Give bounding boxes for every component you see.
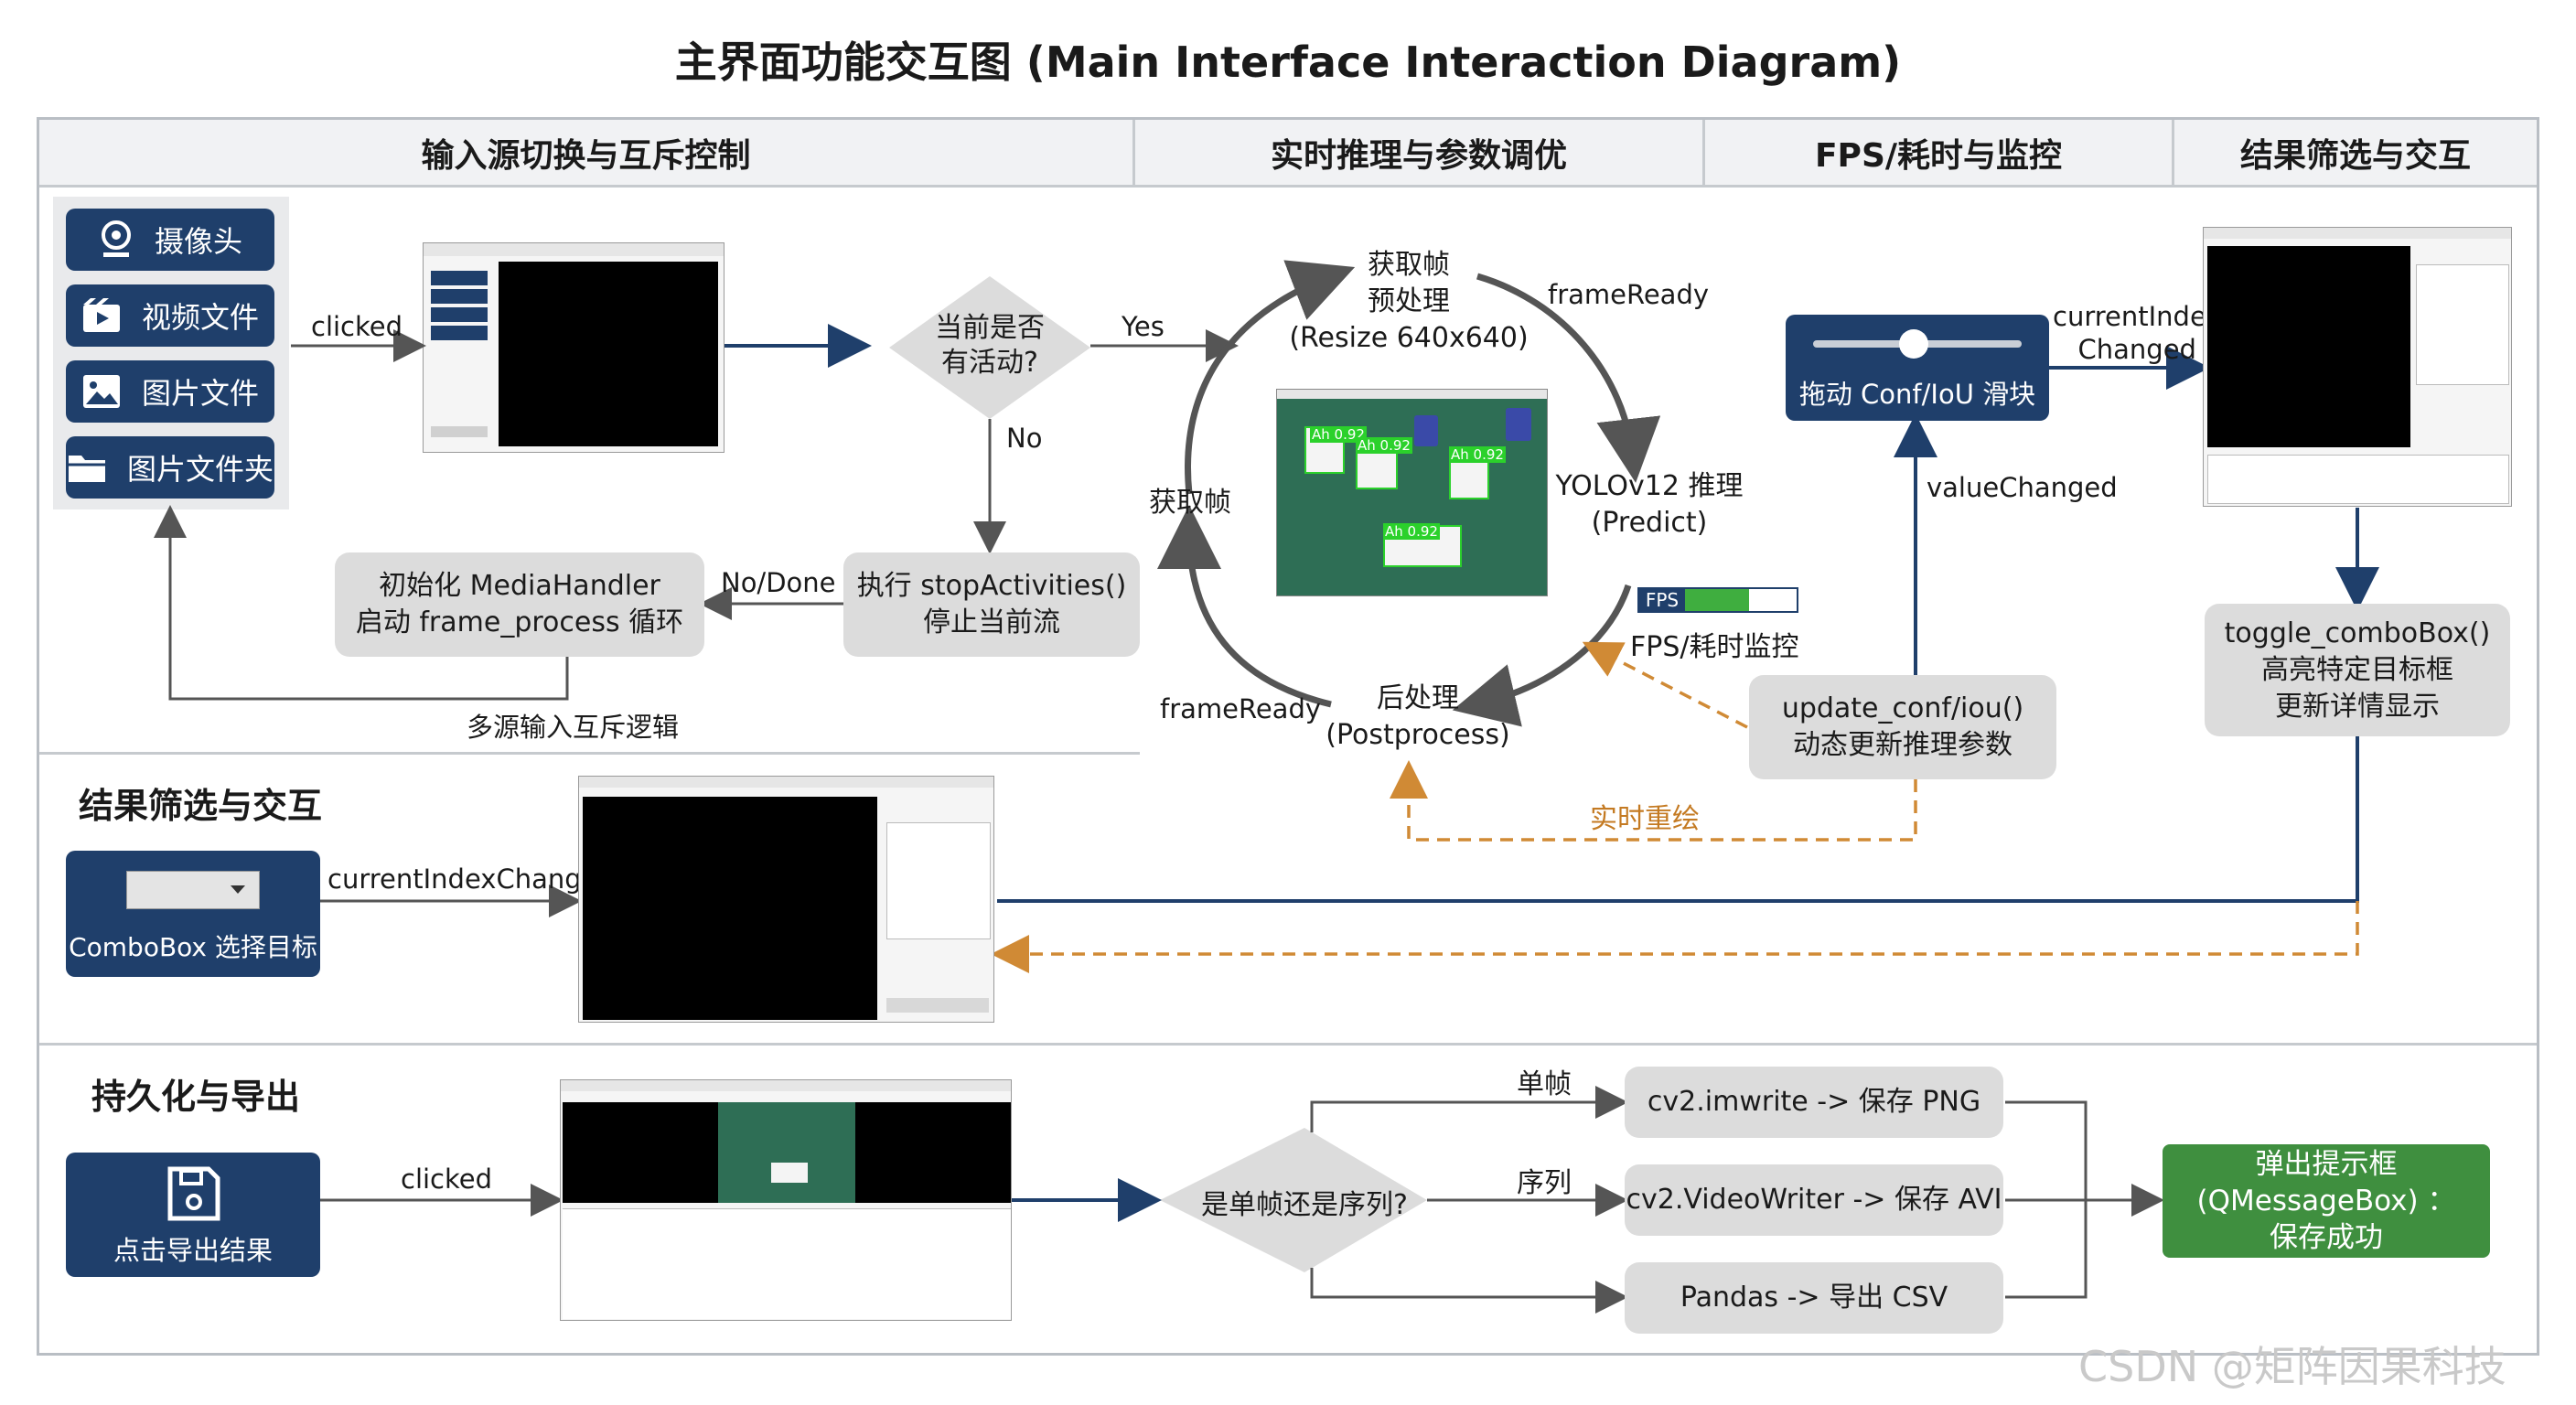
label-no: No (1006, 423, 1043, 454)
label-single-frame: 单帧 (1517, 1068, 1572, 1100)
update-conf-iou-box: update_conf/iou() 动态更新推理参数 (1749, 675, 2056, 779)
detection-label: Ah 0.92 (1310, 426, 1367, 443)
app-screenshot-export (560, 1079, 1012, 1321)
export-results-button[interactable]: 点击导出结果 (66, 1153, 320, 1277)
node-fetch-preprocess: 获取帧 预处理 (Resize 640x640) (1289, 249, 1529, 354)
save-png-box: cv2.imwrite -> 保存 PNG (1625, 1067, 2003, 1138)
image-file-button[interactable]: 图片文件 (66, 360, 274, 423)
section-title-filter: 结果筛选与交互 (79, 786, 323, 826)
label-clicked: clicked (311, 311, 403, 342)
app-screenshot-result (2203, 227, 2512, 507)
decision-export-text: 是单帧还是序列? (1201, 1189, 1408, 1221)
slider-label: 拖动 Conf/IoU 滑块 (1798, 379, 2036, 410)
app-screenshot-input (423, 242, 724, 453)
diagram-title: 主界面功能交互图 (Main Interface Interaction Dia… (674, 38, 1902, 87)
detection-preview: Ah 0.92 Ah 0.92 Ah 0.92 Ah 0.92 (1276, 389, 1548, 596)
app-screenshot-filter (578, 776, 994, 1023)
camera-label: 摄像头 (154, 224, 242, 259)
header-fps-monitor: FPS/耗时与监控 (1705, 120, 2172, 188)
section-divider (39, 1043, 2537, 1046)
diagram-frame (37, 117, 2539, 1356)
stop-activities-box: 执行 stopActivities() 停止当前流 (843, 552, 1140, 657)
chevron-down-icon (231, 885, 245, 894)
fps-meter: FPS (1637, 587, 1798, 613)
header-realtime-inference: 实时推理与参数调优 (1135, 120, 1702, 188)
label-realtime-redraw: 实时重绘 (1590, 803, 1700, 835)
label-current-index-changed: currentIndex Changed (2053, 301, 2222, 365)
label-yes: Yes (1122, 311, 1165, 342)
header-input-source: 输入源切换与互斥控制 (39, 120, 1132, 188)
label-no-done: No/Done (721, 567, 836, 598)
detection-label: Ah 0.92 (1356, 437, 1412, 454)
combobox-label: ComboBox 选择目标 (69, 932, 317, 962)
fps-badge: FPS (1639, 589, 1685, 611)
toggle-combobox-box: toggle_comboBox() 高亮特定目标框 更新详情显示 (2205, 604, 2510, 736)
node-fetch-left: 获取帧 (1149, 487, 1231, 519)
video-icon (82, 298, 120, 332)
label-frame-ready-top: frameReady (1548, 279, 1710, 310)
folder-icon (68, 456, 105, 482)
image-folder-label: 图片文件夹 (126, 452, 274, 487)
header-result-filter: 结果筛选与交互 (2174, 120, 2537, 188)
node-postprocess: 后处理 (Postprocess) (1326, 682, 1510, 751)
image-file-label: 图片文件 (141, 376, 259, 411)
camera-icon (101, 220, 131, 257)
export-button-label: 点击导出结果 (113, 1235, 273, 1266)
section-title-persist: 持久化与导出 (91, 1077, 301, 1117)
label-value-changed: valueChanged (1927, 472, 2118, 503)
fps-monitor-label: FPS/耗时监控 (1630, 631, 1799, 663)
detection-label: Ah 0.92 (1449, 446, 1506, 463)
image-icon (82, 375, 120, 408)
header-divider (1702, 120, 1705, 188)
image-folder-button[interactable]: 图片文件夹 (66, 436, 274, 499)
save-avi-box: cv2.VideoWriter -> 保存 AVI (1625, 1164, 2003, 1236)
detection-label: Ah 0.92 (1383, 523, 1440, 540)
watermark: CSDN @矩阵因果科技 (2078, 1342, 2506, 1391)
section-divider (39, 752, 1140, 755)
node-yolo-predict: YOLOv12 推理 (Predict) (1555, 470, 1744, 539)
decision-active-diamond (889, 276, 1090, 419)
label-mutex: 多源输入互斥逻辑 (467, 712, 680, 743)
decision-active-text: 当前是否 有活动? (935, 312, 1045, 379)
combobox-select-target[interactable]: ComboBox 选择目标 (66, 851, 320, 977)
combobox-control[interactable] (126, 871, 260, 909)
slider-handle[interactable] (1899, 329, 1928, 359)
init-mediahandler-box: 初始化 MediaHandler 启动 frame_process 循环 (335, 552, 704, 657)
header-divider (1132, 120, 1135, 188)
export-csv-box: Pandas -> 导出 CSV (1625, 1262, 2003, 1334)
success-messagebox: 弹出提示框 (QMessageBox) ： 保存成功 (2163, 1144, 2490, 1258)
label-current-index-changed-inline: currentIndexChanged (327, 863, 615, 895)
label-clicked-export: clicked (401, 1164, 493, 1195)
header-divider (2172, 120, 2174, 188)
save-icon (167, 1166, 220, 1221)
label-sequence: 序列 (1517, 1167, 1572, 1199)
video-file-button[interactable]: 视频文件 (66, 284, 274, 347)
conf-iou-slider-box[interactable]: 拖动 Conf/IoU 滑块 (1786, 315, 2049, 421)
decision-export-diamond (1160, 1128, 1427, 1272)
camera-button[interactable]: 摄像头 (66, 209, 274, 271)
label-frame-ready-bottom: frameReady (1160, 693, 1322, 724)
video-file-label: 视频文件 (141, 300, 259, 335)
